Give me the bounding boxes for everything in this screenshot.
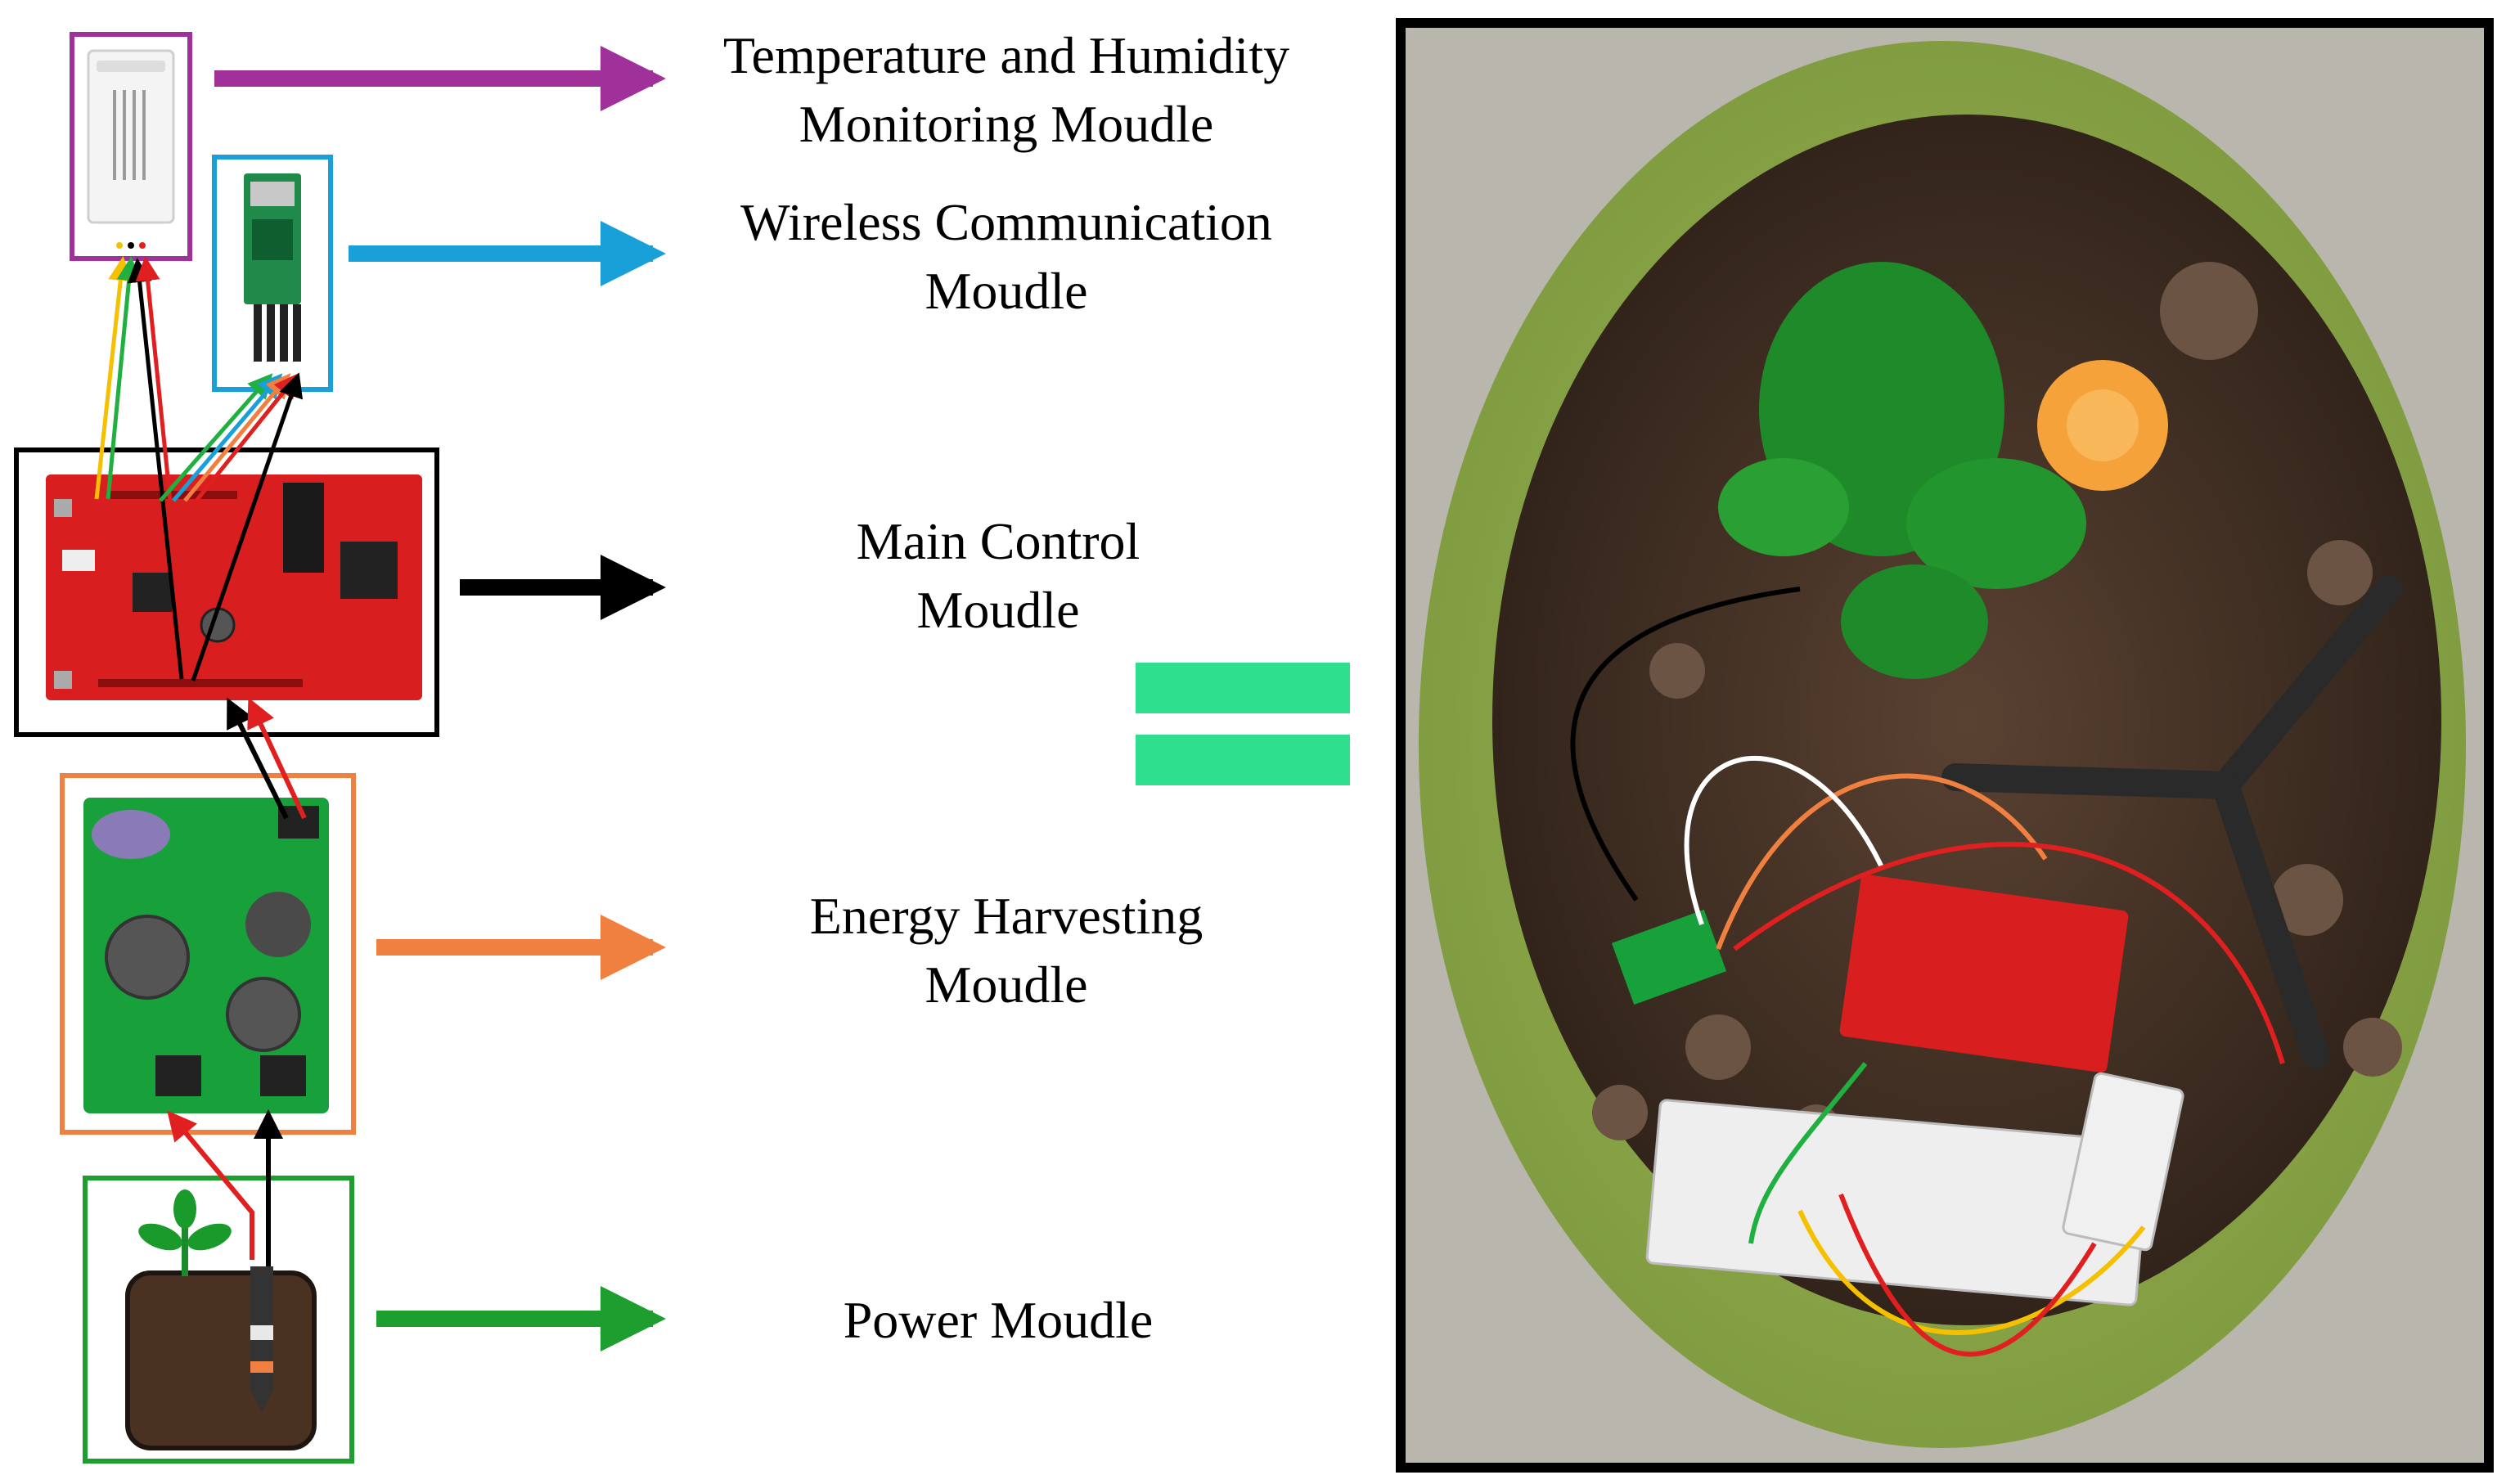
temp-humidity-label-line1: Temperature and Humidity — [722, 26, 1290, 84]
power-module — [83, 1176, 354, 1464]
energy-harvesting-box — [60, 773, 356, 1135]
photo-frame — [1396, 18, 2494, 1473]
plant-icon — [138, 1189, 232, 1276]
energy-wires — [227, 697, 307, 820]
system-photo — [1396, 18, 2494, 1473]
main-control-label-line2: Moudle — [916, 581, 1080, 639]
photo-humidity-sensor — [2062, 1072, 2184, 1252]
humidity-sensor — [87, 49, 175, 224]
energy-harvesting-module — [60, 773, 356, 1135]
wireless-label-line2: Moudle — [925, 262, 1088, 320]
pin-header — [254, 304, 301, 362]
power-label: Power Moudle — [671, 1286, 1325, 1355]
energy-label-line1: Energy Harvesting — [809, 887, 1204, 945]
energy-label: Energy Harvesting Moudle — [679, 882, 1334, 1019]
wireless-module — [212, 155, 333, 392]
photo-wires — [1570, 587, 2285, 1357]
rose-plant — [1718, 262, 2168, 679]
temp-humidity-module — [70, 32, 192, 261]
control-wires — [94, 256, 304, 681]
microcontroller-board — [46, 474, 422, 700]
photo-mcu-board — [1839, 875, 2129, 1073]
temp-humidity-label: Temperature and Humidity Monitoring Moud… — [679, 21, 1334, 159]
equals-sign — [1136, 663, 1350, 785]
temp-humidity-label-line2: Monitoring Moudle — [799, 95, 1214, 153]
sensor-label-lines — [113, 90, 146, 180]
energy-label-line2: Moudle — [925, 956, 1088, 1014]
wireless-label-line1: Wireless Communication — [740, 193, 1272, 251]
main-control-label-line1: Main Control — [856, 512, 1141, 570]
soil-block — [125, 1270, 317, 1450]
power-label-line1: Power Moudle — [843, 1291, 1154, 1349]
photo-energy-board — [1611, 909, 1727, 1005]
wireless-label: Wireless Communication Moudle — [679, 188, 1334, 326]
tripod-probe — [1941, 575, 2403, 1069]
main-control-label: Main Control Moudle — [671, 507, 1325, 645]
main-control-module — [14, 447, 439, 737]
power-box — [83, 1176, 354, 1464]
power-wires — [167, 1109, 283, 1266]
